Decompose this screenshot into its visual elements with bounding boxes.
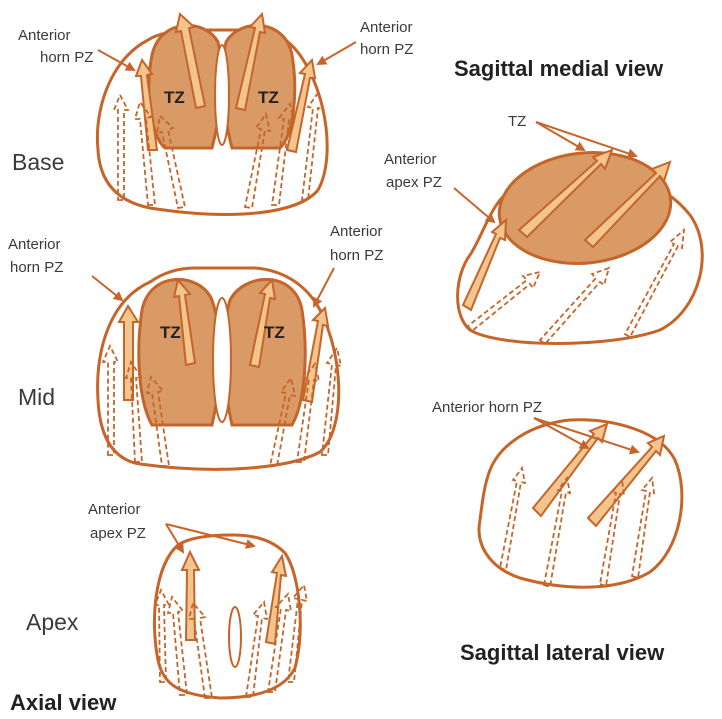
mid-tz-right-label: TZ <box>264 323 285 342</box>
sagittal-lateral-cores <box>500 424 664 587</box>
base-level-label: Base <box>12 149 64 175</box>
mid-left-pz-label-line1: Anterior <box>8 236 61 253</box>
base-urethra <box>215 45 229 145</box>
sagittal-medial-apex-label-line2: apex PZ <box>386 174 442 191</box>
mid-left-pz-label-line2: horn PZ <box>10 259 63 276</box>
axial-base-section: TZ TZ Base Anterior horn PZ Anterior hor… <box>12 14 413 214</box>
mid-right-pz-label-line2: horn PZ <box>330 247 383 264</box>
sagittal-lateral-dashed-arrow <box>500 468 525 570</box>
sagittal-lateral-dashed-arrow <box>632 478 654 578</box>
apex-level-label: Apex <box>26 609 79 635</box>
sagittal-medial-apex-label-line1: Anterior <box>384 151 437 168</box>
apex-urethra <box>229 607 241 667</box>
base-dashed-arrow <box>114 95 128 200</box>
sagittal-lateral-solid-arrow <box>588 436 664 526</box>
apex-solid-arrow <box>182 552 199 640</box>
axial-mid-section: TZ TZ Mid Anterior horn PZ Anterior horn… <box>8 223 383 469</box>
sagittal-lateral-title: Sagittal lateral view <box>460 640 665 665</box>
sagittal-lateral-label: Anterior horn PZ <box>432 399 542 416</box>
base-right-pz-label-line2: horn PZ <box>360 41 413 58</box>
sagittal-medial-apex-pointer <box>454 188 494 222</box>
apex-dashed-arrow <box>288 585 307 682</box>
sagittal-medial-section: Sagittal medial view TZ Anterior apex PZ <box>384 56 702 344</box>
base-right-pz-label-line1: Anterior <box>360 19 413 36</box>
sagittal-medial-tz <box>494 144 677 271</box>
sagittal-medial-solid-arrow <box>463 220 506 310</box>
apex-dashed-arrow <box>168 597 187 695</box>
mid-right-pz-pointer <box>314 268 334 306</box>
sagittal-lateral-section: Anterior horn PZ Sagittal lateral view <box>432 399 682 665</box>
apex-pz-label-line1: Anterior <box>88 501 141 518</box>
mid-level-label: Mid <box>18 384 55 410</box>
apex-dashed-arrow <box>246 602 267 697</box>
mid-solid-arrow <box>303 308 328 402</box>
sagittal-medial-tz-label: TZ <box>508 113 526 130</box>
axial-apex-section: Apex Anterior apex PZ Axial view <box>10 501 307 715</box>
base-left-pz-label-line2: horn PZ <box>40 49 93 66</box>
mid-left-pz-pointer <box>92 276 122 300</box>
apex-dashed-arrow <box>155 590 169 682</box>
base-left-pz-label-line1: Anterior <box>18 27 71 44</box>
mid-solid-arrow <box>119 306 138 400</box>
sagittal-medial-tz-pointer-b <box>536 122 636 156</box>
sagittal-medial-title: Sagittal medial view <box>454 56 664 81</box>
sagittal-medial-dashed-arrow <box>540 268 609 344</box>
mid-right-pz-label-line1: Anterior <box>330 223 383 240</box>
mid-tz-left-label: TZ <box>160 323 181 342</box>
base-tz-right-label: TZ <box>258 88 279 107</box>
base-tz-left-label: TZ <box>164 88 185 107</box>
mid-urethra <box>213 298 231 422</box>
axial-view-title: Axial view <box>10 690 117 715</box>
apex-pz-label-line2: apex PZ <box>90 525 146 542</box>
base-right-pz-pointer <box>318 42 356 64</box>
